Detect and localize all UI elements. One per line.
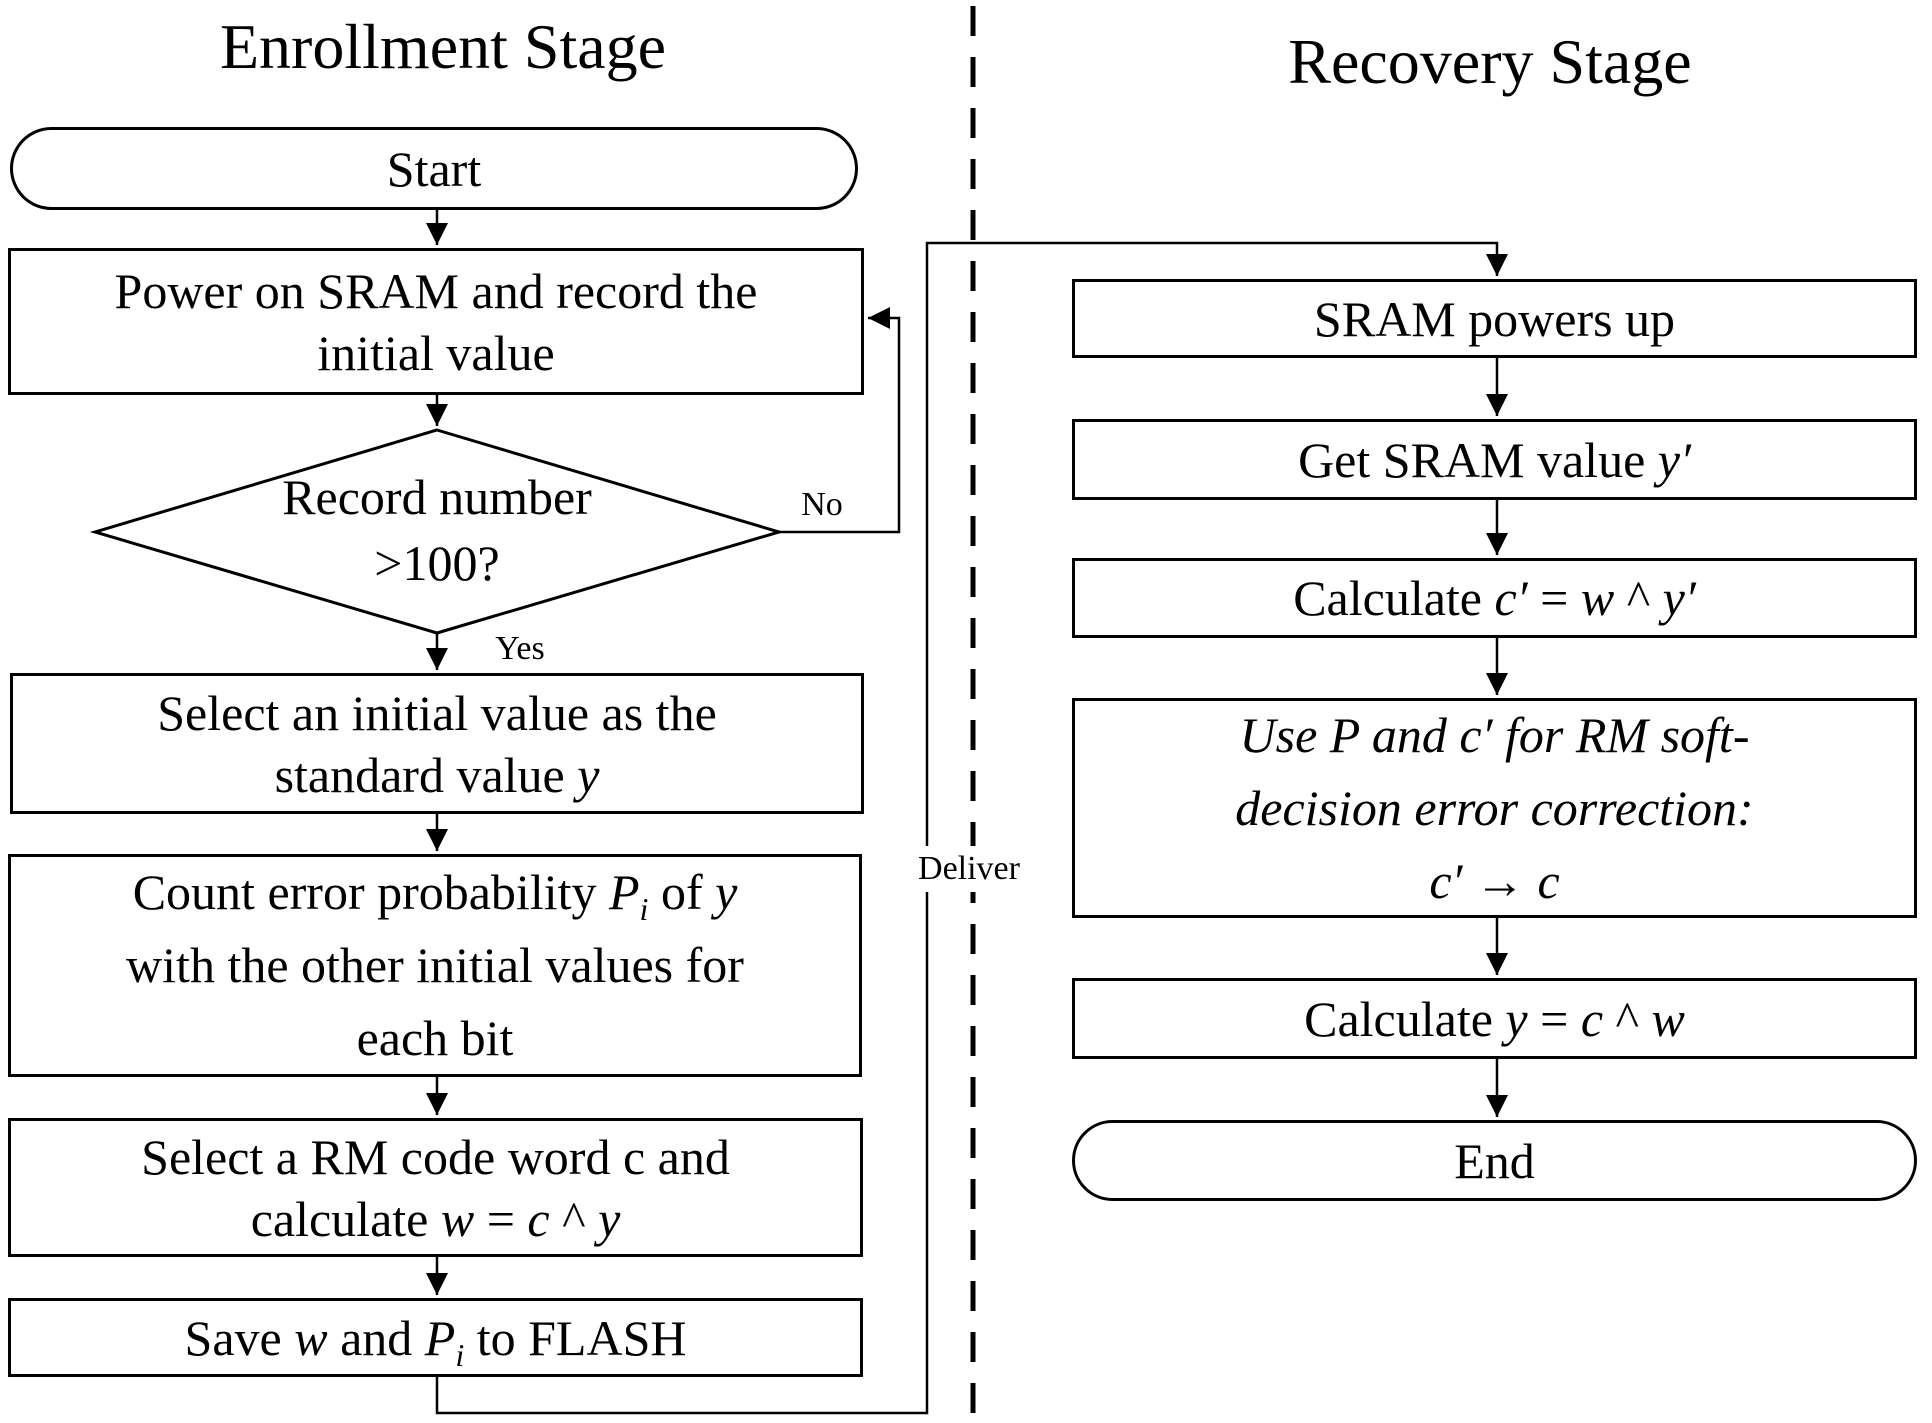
count-line1-subscript: i [640, 891, 649, 927]
save-subscript: i [455, 1337, 464, 1373]
count-line2: with the other initial values for [126, 937, 744, 993]
calculate-c-line: Calculate c′ = w ^ y′ [1293, 567, 1696, 629]
correction-line1: Use P and c′ for RM soft- [1239, 706, 1750, 763]
deliver-label: Deliver [910, 846, 1028, 892]
deliver-connector [435, 241, 1508, 1415]
calculate-c-var-w: w [1580, 570, 1615, 626]
start-label: Start [386, 140, 482, 197]
rm-line1: Select a RM code word c and [141, 1128, 730, 1185]
save-sub-i: i [455, 1336, 465, 1373]
calculate-y-text: Calculate [1304, 990, 1506, 1047]
no-loop-connector [779, 307, 901, 534]
end-label: End [1454, 1132, 1535, 1189]
rm-line2-var-c: c [527, 1190, 550, 1247]
calculate-c-var-c: c′ [1494, 570, 1528, 626]
calculate-y-var-w: w [1651, 990, 1685, 1047]
save-text1: Save [184, 1309, 295, 1366]
select-initial-line2: standard value y [275, 744, 600, 806]
count-line1-text1: Count error probability [132, 864, 609, 920]
recovery-stage-title: Recovery Stage [1288, 26, 1692, 97]
get-sram-value-node: Get SRAM value y′ [1072, 419, 1917, 500]
select-initial-line1: Select an initial value as the [157, 684, 717, 741]
decision-line2: >100? [374, 535, 500, 591]
save-var-P: P [424, 1309, 456, 1366]
yes-branch-label: Yes [495, 630, 545, 667]
decision-line1: Record number [282, 469, 592, 525]
calculate-y-line: Calculate y = c ^ w [1304, 988, 1685, 1050]
calculate-c-equals: = [1527, 570, 1581, 626]
save-var-w: w [294, 1309, 328, 1366]
save-text2: and [327, 1309, 425, 1366]
rm-line2-equals: = [474, 1190, 528, 1247]
select-rm-code-node: Select a RM code word c and calculate w … [8, 1118, 863, 1257]
error-correction-node: Use P and c′ for RM soft- decision error… [1072, 698, 1917, 918]
decision-diamond-shape [89, 428, 785, 635]
calculate-c-node: Calculate c′ = w ^ y′ [1072, 558, 1917, 638]
calculate-y-caret: ^ [1603, 990, 1652, 1047]
get-sram-value-line: Get SRAM value y′ [1298, 429, 1691, 491]
count-line1-var-P: P [609, 864, 640, 920]
save-to-flash-node: Save w and Pi to FLASH [8, 1298, 863, 1377]
calculate-y-var-c: c [1580, 990, 1604, 1047]
power-on-line1: Power on SRAM and record the [114, 262, 758, 319]
correction-line2: decision error correction: [1235, 779, 1754, 836]
rm-line2-caret: ^ [549, 1190, 599, 1247]
count-line1-sub-i: i [639, 891, 649, 927]
count-error-probability-node: Count error probability Pi of y with the… [8, 854, 862, 1077]
save-text3: to FLASH [464, 1309, 687, 1366]
calculate-y-node: Calculate y = c ^ w [1072, 978, 1917, 1059]
get-sram-value-var: y′ [1657, 431, 1691, 488]
decision-node-text: Record number >100? [282, 464, 592, 596]
enrollment-stage-title: Enrollment Stage [219, 11, 667, 82]
rm-line2-var-w: w [440, 1190, 475, 1247]
calculate-c-var-y: y′ [1662, 570, 1696, 626]
count-line1-text2: of [648, 864, 716, 920]
end-node: End [1072, 1120, 1917, 1201]
rm-line2-text: calculate [250, 1190, 441, 1247]
calculate-y-var-y: y [1505, 990, 1528, 1047]
calculate-y-equals: = [1527, 990, 1581, 1047]
calculate-c-caret: ^ [1614, 570, 1663, 626]
calculate-c-text: Calculate [1293, 570, 1495, 626]
select-initial-line2-var: y [577, 746, 600, 803]
correction-line3: c′ → c [1429, 852, 1560, 909]
rm-line2: calculate w = c ^ y [251, 1188, 621, 1250]
select-initial-value-node: Select an initial value as the standard … [10, 673, 864, 814]
power-on-line2: initial value [317, 324, 555, 381]
count-line1: Count error probability Pi of y [133, 856, 738, 929]
power-on-sram-node: Power on SRAM and record the initial val… [8, 248, 864, 395]
save-line: Save w and Pi to FLASH [184, 1307, 687, 1371]
sram-powers-up-node: SRAM powers up [1072, 279, 1917, 358]
get-sram-value-text: Get SRAM value [1298, 431, 1658, 488]
select-initial-line2-text: standard value [274, 746, 578, 803]
count-line1-var-y: y [715, 864, 738, 920]
count-line3: each bit [356, 1010, 514, 1066]
sram-powers-up-label: SRAM powers up [1313, 290, 1676, 347]
no-branch-label: No [801, 486, 843, 523]
start-node: Start [10, 127, 858, 210]
rm-line2-var-y: y [598, 1190, 621, 1247]
